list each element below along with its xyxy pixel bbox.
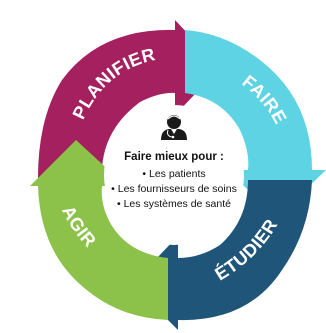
segment-faire	[185, 30, 326, 218]
segment-planifier	[38, 20, 220, 178]
center-item-patients: • Les patients	[142, 168, 205, 180]
center-item-systemes: • Les systèmes de santé	[117, 198, 231, 210]
segment-agir	[30, 140, 168, 320]
person-doctor-icon	[161, 115, 187, 140]
center-item-fournisseurs: • Les fournisseurs de soins	[111, 183, 237, 195]
segment-etudier	[132, 180, 312, 330]
center-circle	[104, 105, 244, 245]
center-title: Faire mieux pour :	[124, 151, 224, 163]
